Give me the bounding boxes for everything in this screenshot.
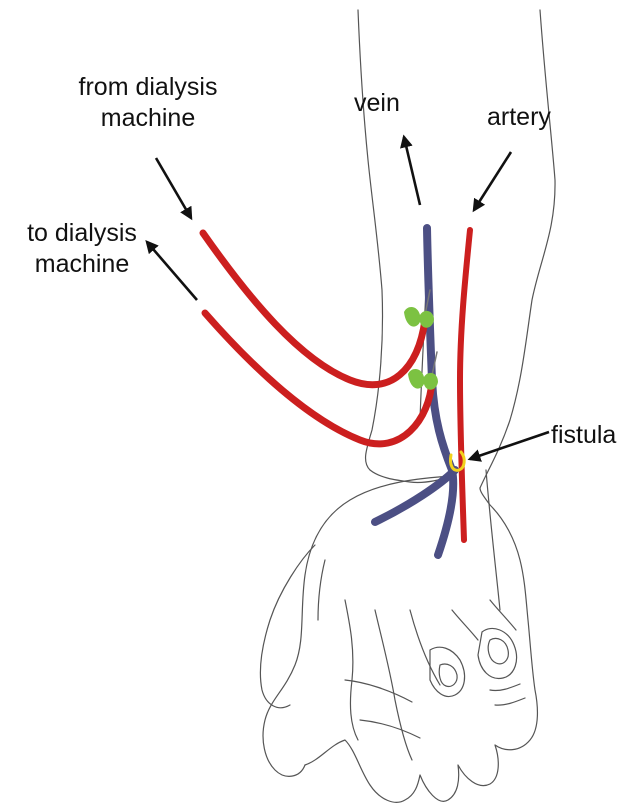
fingernail-2 — [488, 638, 508, 663]
finger-joint-2 — [478, 628, 517, 678]
fistula-arrow — [470, 432, 549, 459]
vein-label: vein — [354, 88, 400, 119]
vessels — [203, 228, 470, 555]
finger-joint-1 — [430, 647, 465, 696]
knuckle-line-1 — [452, 610, 478, 640]
crease-1 — [345, 680, 412, 702]
to-dialysis-line2: machine — [6, 249, 158, 280]
crease-2 — [360, 720, 420, 738]
vein-label-text: vein — [354, 88, 400, 119]
artery-label-text: artery — [487, 102, 551, 133]
to-dialysis-line1: to dialysis — [6, 218, 158, 249]
from-dialysis-label: from dialysis machine — [62, 72, 234, 134]
crease-4 — [495, 698, 525, 705]
arrows — [147, 137, 549, 459]
forearm-outline-right — [480, 10, 555, 488]
thumb-inner — [318, 560, 325, 620]
thumb-outline — [260, 545, 315, 708]
knuckle-line-2 — [490, 600, 516, 630]
tube-from-dialysis — [203, 233, 425, 385]
finger-1 — [345, 600, 358, 740]
from-dialysis-arrow — [156, 158, 191, 218]
artery-label: artery — [487, 102, 551, 133]
finger-2 — [375, 610, 412, 760]
to-dialysis-label: to dialysis machine — [6, 218, 158, 280]
fistula-label: fistula — [551, 420, 616, 451]
forearm-outline — [358, 10, 383, 470]
artery-vessel — [460, 230, 470, 540]
from-dialysis-line1: from dialysis — [62, 72, 234, 103]
artery-arrow — [474, 152, 511, 210]
vein-arrow — [404, 137, 420, 205]
from-dialysis-line2: machine — [62, 103, 234, 134]
crease-3 — [490, 684, 520, 691]
fistula-label-text: fistula — [551, 420, 616, 451]
hand-outline-left — [263, 476, 452, 776]
fingernail-1 — [439, 664, 457, 686]
tendon-line-2 — [486, 470, 500, 610]
